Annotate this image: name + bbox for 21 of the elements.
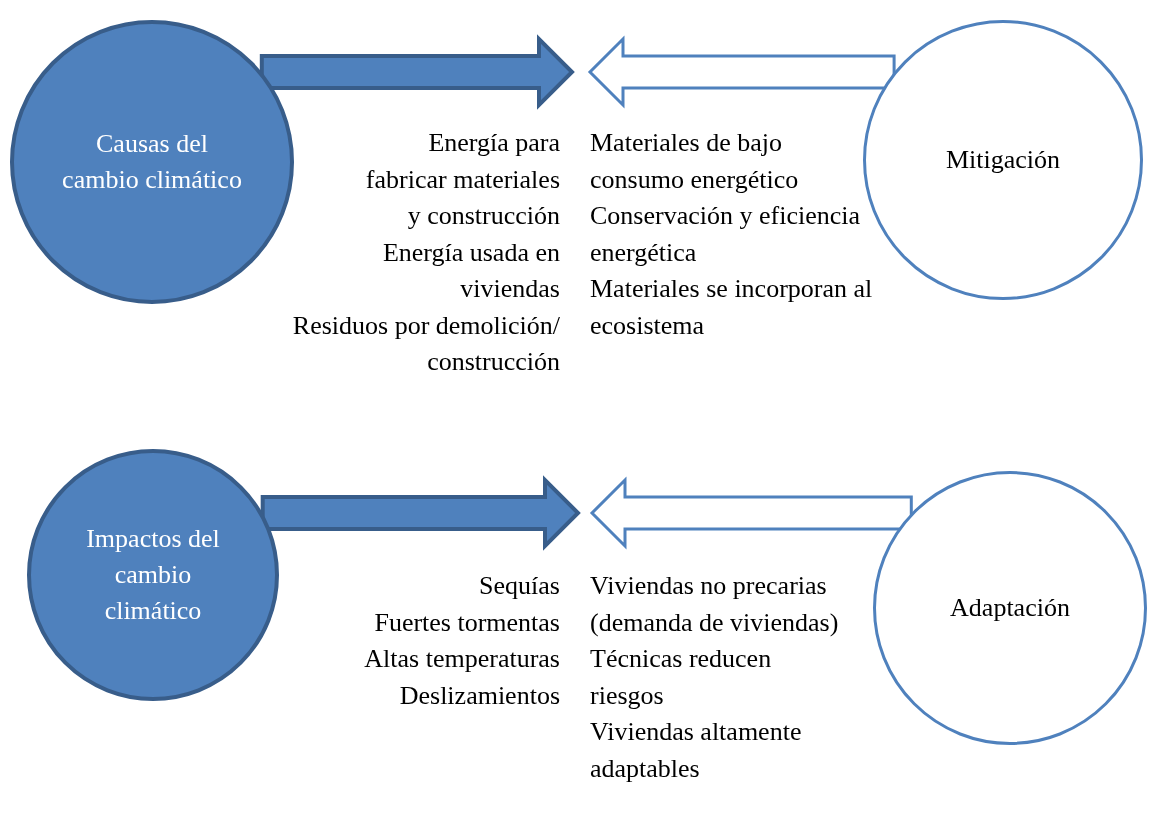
list-text: Materiales se incorporan al ecosistema <box>590 273 874 342</box>
list-text: Fuertes tormentas <box>374 606 560 639</box>
block-arrow <box>589 476 913 550</box>
block-arrow <box>587 35 896 109</box>
circle-label: Mitigación <box>944 144 1062 176</box>
list-text: Viviendas no precarias (demanda de viviendas) <box>590 570 840 639</box>
list-text: Técnicas reducen riesgos <box>590 643 773 712</box>
list-text: Energía usada en viviendas <box>381 236 560 305</box>
list-text: Energía para fabricar materiales y construcción <box>365 127 560 232</box>
list-text: Conservación y eficiencia energética <box>590 200 861 269</box>
block-arrow <box>260 475 581 551</box>
list-text: Altas temperaturas <box>364 643 560 675</box>
block-arrow <box>259 34 575 110</box>
list-text: Sequías <box>479 570 560 602</box>
list-text: Viviendas altamente adaptables <box>590 716 803 785</box>
circle-label: Adaptación <box>949 592 1071 624</box>
list-text: Deslizamientos <box>399 679 560 712</box>
circle-label: Causas del cambio climático <box>62 128 242 196</box>
list-text: Materiales de bajo consumo energético <box>590 127 800 196</box>
circle-label: Impactos del cambio climático <box>85 523 221 627</box>
list-text: Residuos por demolición/ construcción <box>291 309 560 378</box>
